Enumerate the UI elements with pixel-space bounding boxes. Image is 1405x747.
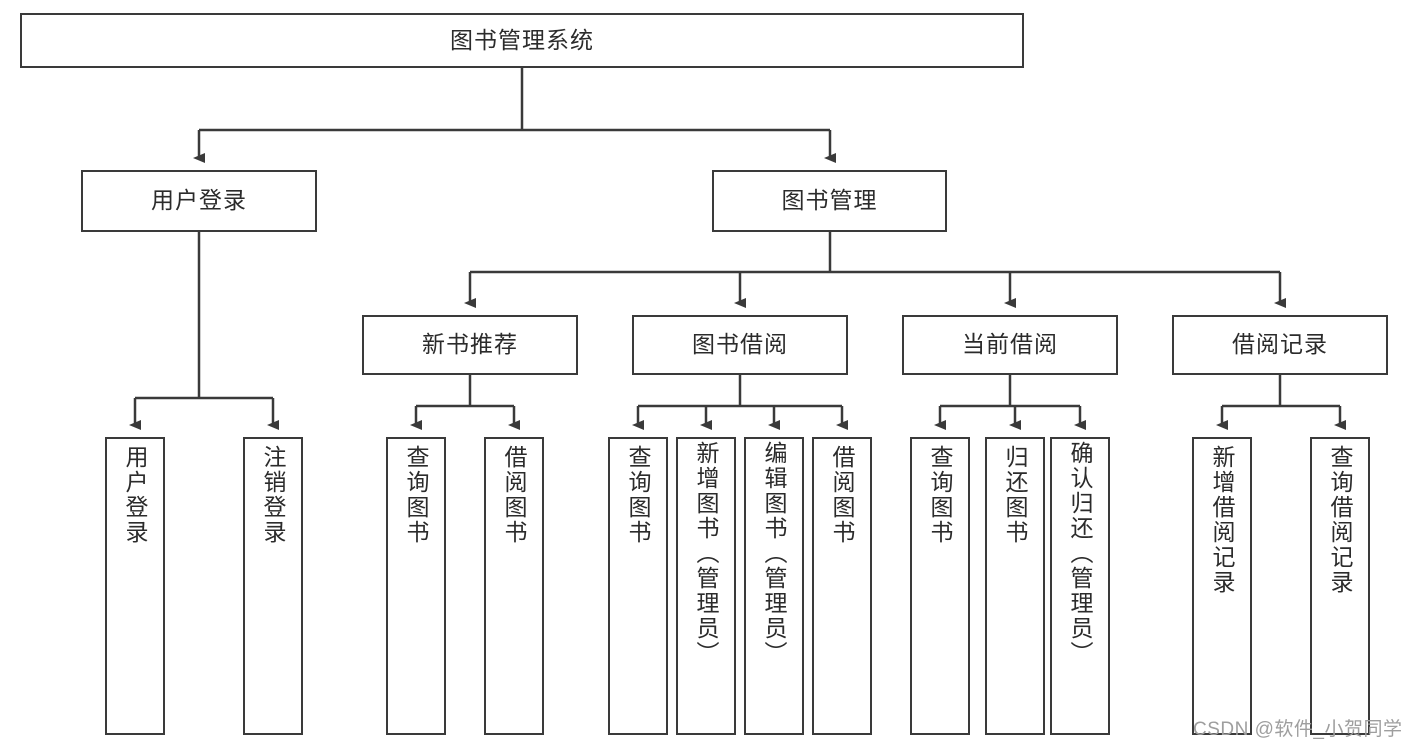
node-leaf-confirm-return[interactable]: 确认归还（管理员）: [1050, 437, 1110, 735]
node-label: 用户登录: [122, 445, 149, 545]
node-label: 借阅图书: [501, 445, 528, 545]
node-label: 新增借阅记录: [1209, 445, 1236, 595]
node-leaf-add-book[interactable]: 新增图书（管理员）: [676, 437, 736, 735]
node-root[interactable]: 图书管理系统: [20, 13, 1024, 68]
node-label: 确认归还（管理员）: [1067, 441, 1094, 666]
node-label: 图书借阅: [692, 331, 788, 358]
node-leaf-return-book[interactable]: 归还图书: [985, 437, 1045, 735]
node-label: 当前借阅: [962, 331, 1058, 358]
node-leaf-edit-book[interactable]: 编辑图书（管理员）: [744, 437, 804, 735]
node-book-manage[interactable]: 图书管理: [712, 170, 947, 232]
node-leaf-query-book-rec[interactable]: 查询图书: [386, 437, 446, 735]
node-label: 用户登录: [151, 187, 247, 214]
csdn-watermark: CSDN @软件_小贺同学: [1193, 719, 1403, 740]
node-leaf-query-record[interactable]: 查询借阅记录: [1310, 437, 1370, 735]
node-user-login[interactable]: 用户登录: [81, 170, 317, 232]
node-label: 查询图书: [625, 445, 652, 545]
node-current-borrow[interactable]: 当前借阅: [902, 315, 1118, 375]
node-new-book-rec[interactable]: 新书推荐: [362, 315, 578, 375]
node-book-borrow[interactable]: 图书借阅: [632, 315, 848, 375]
node-leaf-logout[interactable]: 注销登录: [243, 437, 303, 735]
node-label: 新书推荐: [422, 331, 518, 358]
node-leaf-query-book-cur[interactable]: 查询图书: [910, 437, 970, 735]
node-leaf-borrow-book[interactable]: 借阅图书: [812, 437, 872, 735]
node-label: 图书管理系统: [450, 26, 594, 53]
node-label: 图书管理: [781, 187, 878, 214]
node-borrow-record[interactable]: 借阅记录: [1172, 315, 1388, 375]
node-label: 查询借阅记录: [1327, 445, 1354, 595]
node-leaf-borrow-book-rec[interactable]: 借阅图书: [484, 437, 544, 735]
node-label: 归还图书: [1002, 445, 1029, 545]
node-label: 注销登录: [260, 445, 287, 545]
node-label: 查询图书: [927, 445, 954, 545]
node-label: 新增图书（管理员）: [693, 441, 720, 666]
node-leaf-user-login[interactable]: 用户登录: [105, 437, 165, 735]
node-label: 查询图书: [403, 445, 430, 545]
node-label: 借阅记录: [1232, 331, 1328, 358]
node-label: 编辑图书（管理员）: [761, 441, 788, 666]
node-leaf-query-book[interactable]: 查询图书: [608, 437, 668, 735]
node-leaf-add-record[interactable]: 新增借阅记录: [1192, 437, 1252, 735]
node-label: 借阅图书: [829, 445, 856, 545]
